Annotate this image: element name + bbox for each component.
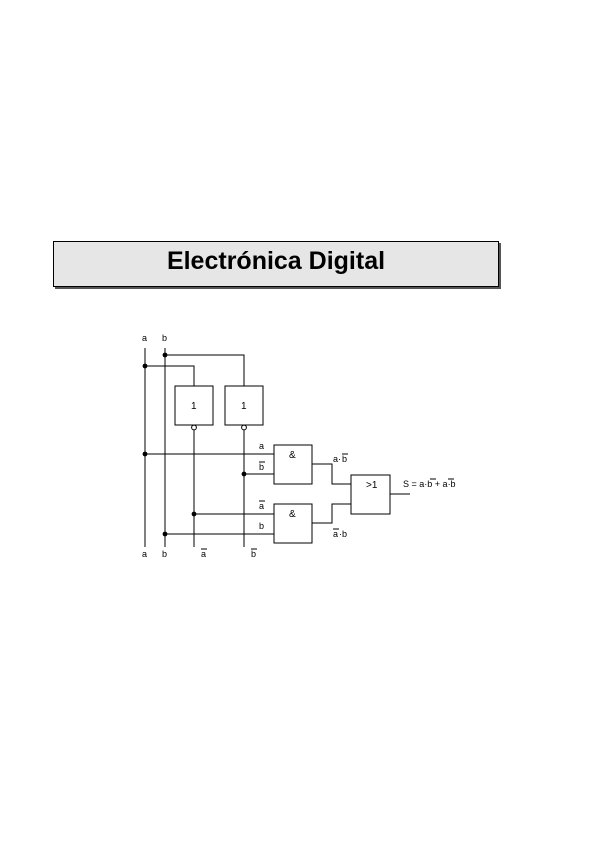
not-gate-2-bubble — [241, 424, 247, 431]
wire-and2-to-or — [312, 503, 351, 524]
bottom-label-a: a — [142, 549, 147, 559]
bottom-label-not-b: b — [251, 549, 256, 559]
term1-label-not-b: b — [342, 454, 347, 464]
wire-and1-to-or — [312, 463, 351, 485]
junction-not-a-and2 — [191, 511, 197, 517]
and-gate-2-label: & — [289, 509, 296, 520]
junction-a-and1 — [142, 451, 148, 457]
and1-input-label-a: a — [259, 441, 264, 451]
output-not-b: b — [427, 479, 432, 489]
output-plus: + — [432, 479, 442, 489]
and-gate-1-label: & — [289, 450, 296, 461]
wire-b-to-not2 — [165, 354, 245, 386]
output-prefix: S = a· — [403, 479, 427, 489]
wire-a-to-not1 — [145, 365, 195, 386]
not-gate-1-bubble — [191, 424, 197, 431]
or-gate-label: >1 — [366, 480, 378, 491]
bottom-label-not-a: a — [201, 549, 206, 559]
title-box: Electrónica Digital — [53, 241, 499, 287]
and1-input-label-not-b: b — [259, 462, 264, 472]
junction-not-b-and1 — [241, 471, 247, 477]
and2-input-label-not-a: a — [259, 501, 264, 511]
input-label-a: a — [142, 333, 147, 343]
output-suffix: ·b — [448, 479, 456, 489]
not-gate-1-label: 1 — [191, 401, 197, 412]
and2-input-label-b: b — [259, 521, 264, 531]
term2-label-b: ·b — [339, 529, 347, 539]
junction-b-and2 — [162, 531, 168, 537]
term2-label-not-a: a — [333, 529, 338, 539]
output-not-a: a — [443, 479, 448, 489]
output-expression: S = a·b + a·b — [403, 479, 456, 489]
junction-b-top — [162, 352, 168, 358]
page-title: Electrónica Digital — [166, 247, 386, 275]
input-label-b: b — [162, 333, 167, 343]
junction-a-top — [142, 363, 148, 369]
term1-label-a: a· — [333, 454, 341, 464]
bottom-label-b: b — [162, 549, 167, 559]
not-gate-2-label: 1 — [241, 401, 247, 412]
